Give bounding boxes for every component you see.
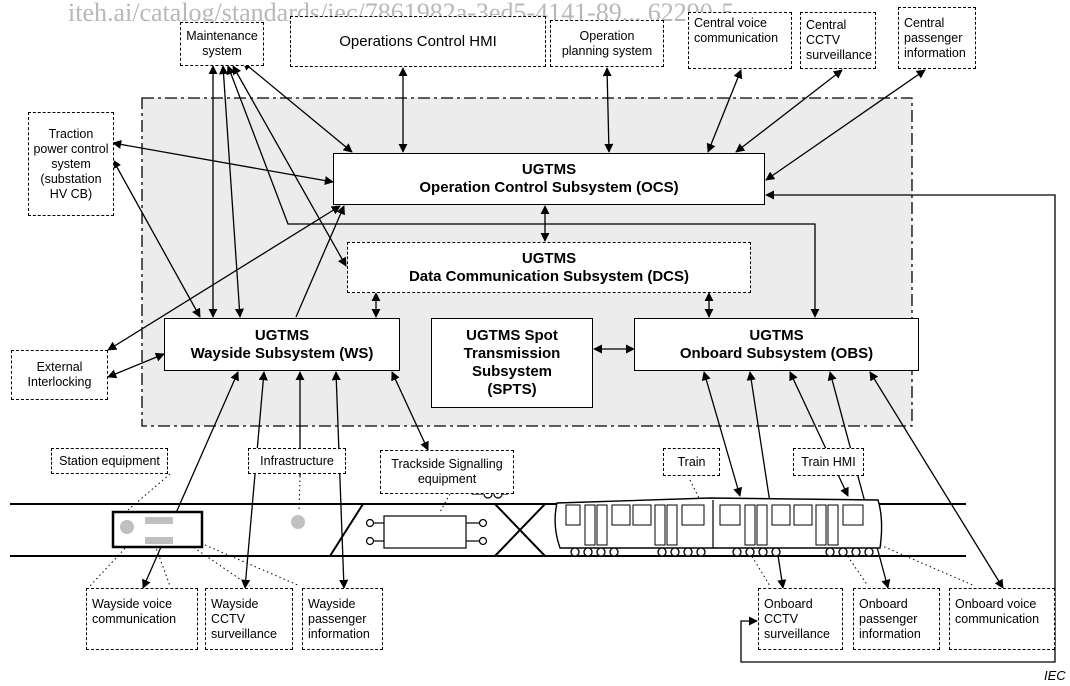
ws-box: UGTMS Wayside Subsystem (WS)	[164, 318, 400, 371]
iec-credit: IEC	[1044, 668, 1066, 683]
central-cctv-box: Central CCTV surveillance	[800, 12, 876, 69]
track-switch	[329, 503, 546, 557]
connection-arrows	[107, 61, 1056, 663]
external-interlocking-box: External Interlocking	[11, 350, 108, 400]
train-body	[554, 497, 883, 549]
obs-box: UGTMS Onboard Subsystem (OBS)	[634, 318, 919, 371]
ocs-box: UGTMS Operation Control Subsystem (OCS)	[333, 153, 765, 205]
dcs-box: UGTMS Data Communication Subsystem (DCS)	[347, 242, 751, 293]
train-label: Train	[663, 448, 720, 476]
train-hmi-label: Train HMI	[793, 448, 864, 476]
track-drawing	[10, 489, 966, 557]
onboard-cctv-box: Onboard CCTV surveillance	[758, 588, 843, 650]
infrastructure-marker	[291, 515, 305, 529]
operations-control-hmi-box: Operations Control HMI	[290, 16, 546, 67]
traction-power-box: Traction power control system (substatio…	[28, 112, 114, 216]
onboard-voice-box: Onboard voice communication	[949, 588, 1055, 650]
station-equipment-label: Station equipment	[51, 448, 168, 474]
trackside-signalling-label: Trackside Signalling equipment	[380, 450, 514, 494]
central-passenger-box: Central passenger information	[898, 7, 976, 69]
infrastructure-label: Infrastructure	[248, 448, 346, 474]
wayside-passenger-box: Wayside passenger information	[302, 588, 383, 650]
onboard-passenger-box: Onboard passenger information	[853, 588, 940, 650]
wayside-voice-box: Wayside voice communication	[86, 588, 198, 650]
maintenance-system-box: Maintenance system	[180, 22, 264, 66]
operation-planning-box: Operation planning system	[550, 20, 664, 67]
central-voice-box: Central voice communication	[688, 12, 792, 69]
wayside-cctv-box: Wayside CCTV surveillance	[205, 588, 293, 650]
spts-box: UGTMS Spot Transmission Subsystem (SPTS)	[431, 318, 593, 408]
